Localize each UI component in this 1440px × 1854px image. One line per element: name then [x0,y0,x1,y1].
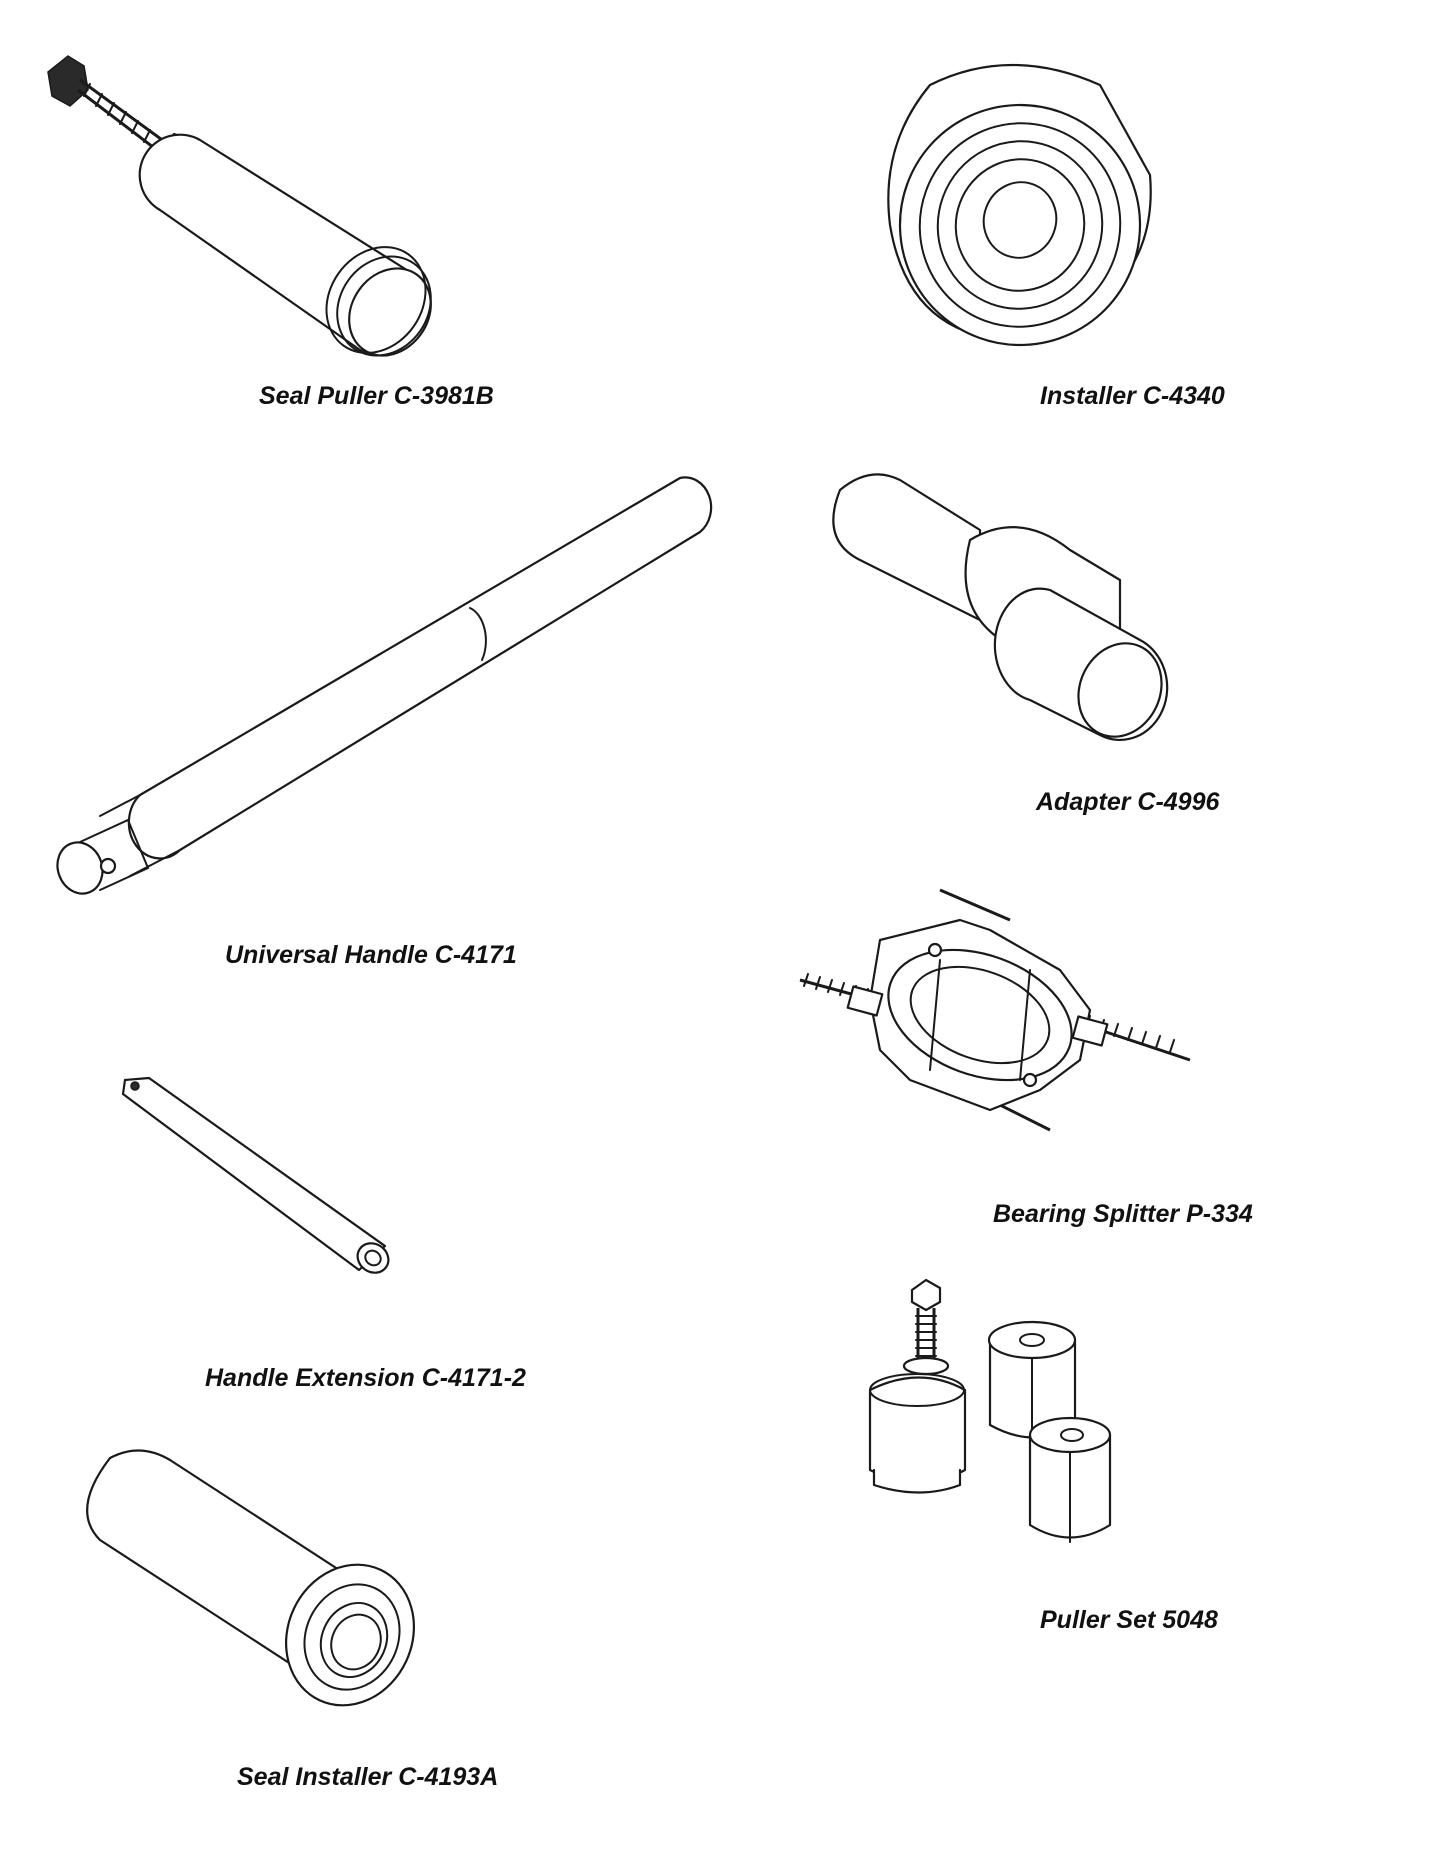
installer-illustration [870,45,1190,347]
installer-caption: Installer C-4340 [1040,382,1225,410]
handle-extension-caption: Handle Extension C-4171-2 [205,1364,526,1392]
puller-set-illustration [860,1278,1150,1560]
seal-puller-illustration [40,50,460,357]
handle-extension-illustration [115,1070,405,1280]
adapter-illustration [820,470,1190,742]
adapter-caption: Adapter C-4996 [1036,788,1220,816]
puller-set-caption: Puller Set 5048 [1040,1606,1218,1634]
seal-installer-illustration [70,1449,430,1710]
bearing-splitter-illustration [790,880,1210,1150]
universal-handle-illustration [40,470,720,895]
bearing-splitter-caption: Bearing Splitter P-334 [993,1200,1253,1228]
seal-puller-caption: Seal Puller C-3981B [259,382,494,410]
seal-installer-caption: Seal Installer C-4193A [237,1763,499,1791]
universal-handle-caption: Universal Handle C-4171 [225,941,517,969]
